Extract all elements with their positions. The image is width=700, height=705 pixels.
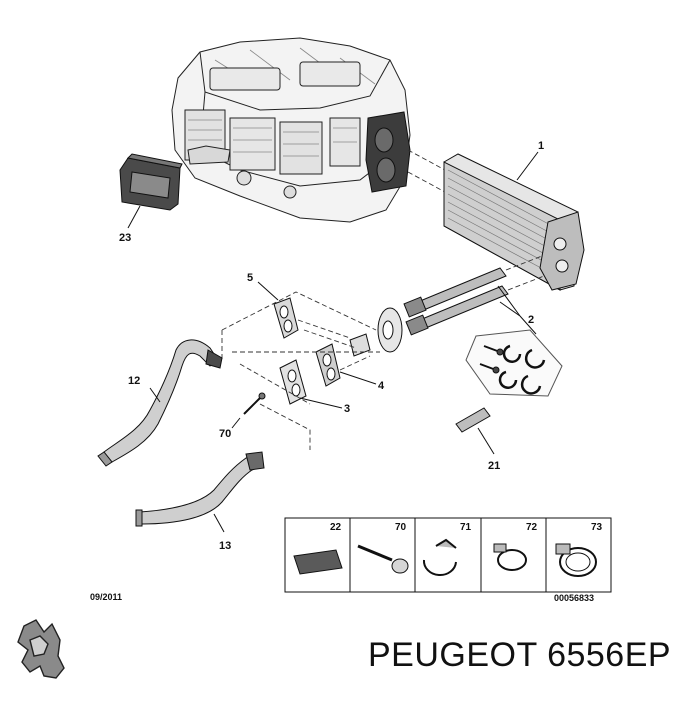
legend-number-72: 72 xyxy=(526,522,538,533)
callout-2: 2 xyxy=(528,314,534,326)
legend-number-70: 70 xyxy=(395,522,407,533)
parts-legend-table: 22 70 71 72 73 xyxy=(284,517,612,593)
callout-12: 12 xyxy=(128,375,140,387)
callout-13: 13 xyxy=(219,540,231,552)
callout-70: 70 xyxy=(219,428,231,440)
part-12-hose xyxy=(97,339,223,467)
part-70-screw xyxy=(243,392,266,415)
callout-21: 21 xyxy=(488,460,500,472)
callout-3: 3 xyxy=(344,403,350,415)
legend-screw-icon xyxy=(357,544,409,574)
diagram-code: 00056833 xyxy=(554,593,594,603)
callout-5: 5 xyxy=(247,272,253,284)
brand-part-number: PEUGEOT 6556EP xyxy=(368,636,672,674)
part-4-gasket xyxy=(315,343,341,387)
legend-pad-icon xyxy=(293,549,343,575)
part-21-pin xyxy=(455,407,491,433)
hvac-housing xyxy=(171,37,411,223)
peugeot-lion-logo xyxy=(17,619,65,679)
callout-1: 1 xyxy=(538,140,544,152)
part-5-gasket xyxy=(273,297,299,339)
part-1-heater-core xyxy=(443,153,585,291)
part-2-tubes xyxy=(403,267,509,336)
callout-23: 23 xyxy=(119,232,131,244)
part-23-bracket xyxy=(119,153,183,211)
legend-number-22: 22 xyxy=(330,522,342,533)
part-3-flange xyxy=(279,359,307,405)
legend-clamp-72-icon xyxy=(493,543,527,571)
legend-number-73: 73 xyxy=(591,522,603,533)
legend-clamp-71-icon xyxy=(422,538,457,576)
core-connector-ring xyxy=(349,307,403,357)
legend-clamp-73-icon xyxy=(555,543,597,577)
callout-4: 4 xyxy=(378,380,385,392)
legend-number-71: 71 xyxy=(460,522,472,533)
date-code: 09/2011 xyxy=(90,592,122,602)
clip-kit xyxy=(465,329,563,397)
heater-core-connector-flange xyxy=(365,111,411,193)
part-13-hose xyxy=(135,451,265,527)
